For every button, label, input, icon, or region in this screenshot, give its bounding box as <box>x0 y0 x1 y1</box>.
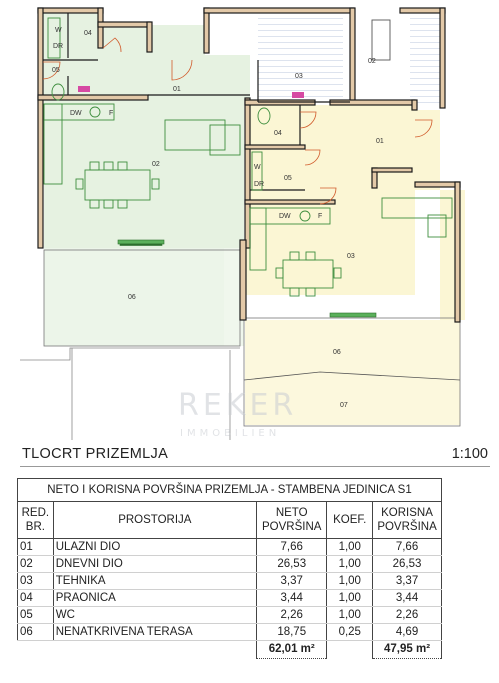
room-label: 01 <box>376 138 384 145</box>
room-label: 02 <box>152 161 160 168</box>
room-label: 03 <box>347 253 355 260</box>
table-row: 03 TEHNIKA 3,37 1,00 3,37 <box>17 572 442 590</box>
svg-text:DW: DW <box>70 110 82 117</box>
floor-plan: REKER IMMOBILIEN 04 05 01 02 06 03 02 04… <box>20 7 465 440</box>
table-caption: NETO I KORISNA POVRŠINA PRIZEMLJA - STAM… <box>17 478 442 502</box>
total-net-area: 62,01 m² <box>255 640 328 659</box>
svg-text:W: W <box>254 164 261 171</box>
header-coefficient: KOEF. <box>326 501 374 539</box>
terrace-right <box>243 317 461 427</box>
svg-text:W: W <box>55 27 62 34</box>
room-label: 01 <box>173 86 181 93</box>
header-room: PROSTORIJA <box>52 501 257 539</box>
total-usable-area: 47,95 m² <box>372 640 442 659</box>
room-label: 04 <box>84 30 92 37</box>
room-label: 02 <box>368 58 376 65</box>
svg-text:DR: DR <box>254 181 264 188</box>
table-row: 02 DNEVNI DIO 26,53 1,00 26,53 <box>17 555 442 573</box>
room-label: 06 <box>333 349 341 356</box>
room-label: 06 <box>128 294 136 301</box>
furniture <box>43 17 453 297</box>
stairs-left <box>258 16 343 102</box>
svg-text:REKER: REKER <box>178 388 297 423</box>
unit-right <box>243 105 465 427</box>
table-row: 01 ULAZNI DIO 7,66 1,00 7,66 <box>17 538 442 556</box>
doors <box>42 37 433 205</box>
fixture-labels: DW F W DR DW F W DR <box>53 27 322 220</box>
windows <box>117 239 377 318</box>
title-divider <box>20 466 490 467</box>
plan-title: TLOCRT PRIZEMLJA <box>22 446 169 462</box>
room-labels: 04 05 01 02 06 03 02 04 01 05 03 06 07 <box>52 30 384 409</box>
room-label: 03 <box>295 73 303 80</box>
svg-text:F: F <box>109 110 113 117</box>
table-row: 06 NENATKRIVENA TERASA 18,75 0,25 4,69 <box>17 623 442 641</box>
watermark-logo: REKER IMMOBILIEN <box>178 388 297 439</box>
plan-scale: 1:100 <box>451 446 488 462</box>
svg-text:F: F <box>318 213 322 220</box>
svg-text:IMMOBILIEN: IMMOBILIEN <box>180 428 280 439</box>
header-row-number: RED.BR. <box>17 501 54 539</box>
room-label: 07 <box>340 402 348 409</box>
walls <box>37 7 461 323</box>
sinks <box>78 86 304 98</box>
stairs-right <box>410 18 440 103</box>
table-total-row: 62,01 m² 47,95 m² <box>17 640 442 659</box>
svg-text:DR: DR <box>53 43 63 50</box>
svg-text:DW: DW <box>279 213 291 220</box>
plan-title-row: TLOCRT PRIZEMLJA 1:100 <box>20 446 490 466</box>
room-label: 04 <box>274 130 282 137</box>
room-label: 05 <box>284 175 292 182</box>
room-label: 05 <box>52 67 60 74</box>
table-row: 04 PRAONICA 3,44 1,00 3,44 <box>17 589 442 607</box>
table-row: 05 WC 2,26 1,00 2,26 <box>17 606 442 624</box>
area-table: NETO I KORISNA POVRŠINA PRIZEMLJA - STAM… <box>17 478 442 659</box>
